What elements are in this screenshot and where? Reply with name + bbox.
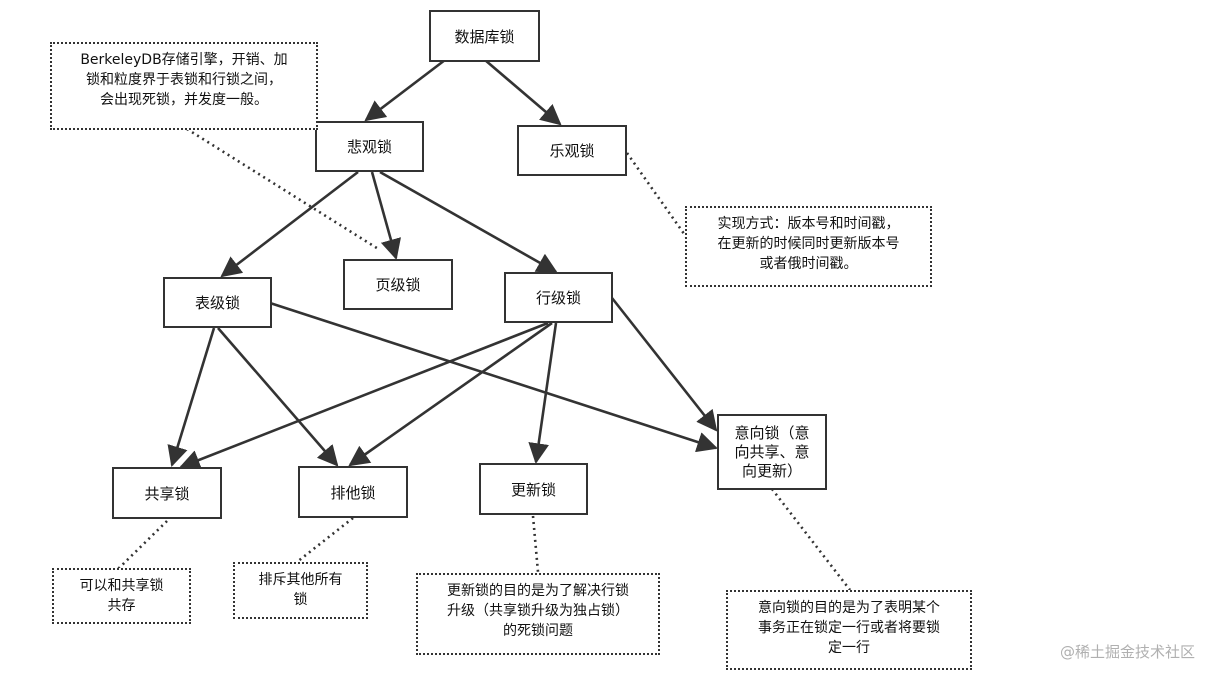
- watermark: @稀土掘金技术社区: [1059, 643, 1195, 661]
- node-shared-lock: 共享锁: [112, 467, 222, 519]
- node-intent-lock: 意向锁（意 向共享、意 向更新）: [717, 414, 827, 490]
- note-optimistic-line-1: 实现方式：版本号和时间戳，: [717, 216, 900, 232]
- edge-db-pessimistic: [364, 58, 446, 122]
- note-shared-line-1: 可以和共享锁: [79, 578, 164, 594]
- note-berkeleydb: BerkeleyDB存储引擎，开销、加 锁和粒度界于表锁和行锁之间， 会出现死锁…: [50, 42, 318, 130]
- note-update-line-1: 更新锁的目的是为了解决行锁: [447, 583, 629, 599]
- note-optimistic-line-3: 或者俄时间戳。: [759, 256, 858, 272]
- note-exclusive-line-1: 排斥其他所有: [258, 572, 343, 588]
- edge-table-exclusive: [217, 327, 339, 467]
- edge-pessimistic-row: [379, 170, 558, 274]
- link-note-intent: [770, 488, 852, 591]
- node-intent-lock-line-1: 意向锁（意: [734, 423, 810, 442]
- node-intent-lock-line-3: 向更新）: [741, 461, 802, 480]
- link-note-exclusive: [296, 516, 354, 564]
- note-update-line-3: 的死锁问题: [503, 623, 573, 639]
- node-row-lock: 行级锁: [504, 272, 613, 323]
- node-exclusive-lock: 排他锁: [298, 466, 408, 518]
- note-shared: 可以和共享锁 共存: [52, 568, 191, 624]
- edge-row-exclusive: [348, 321, 553, 467]
- note-berkeleydb-line-2: 锁和粒度界于表锁和行锁之间，: [86, 72, 282, 88]
- note-intent: 意向锁的目的是为了表明某个 事务正在锁定一行或者将要锁 定一行: [726, 590, 972, 670]
- note-exclusive-line-2: 锁: [293, 592, 308, 608]
- link-note-update: [531, 515, 540, 573]
- link-note-shared: [116, 520, 168, 571]
- note-berkeleydb-line-3: 会出现死锁，并发度一般。: [100, 92, 268, 108]
- link-note-optimistic: [625, 152, 689, 239]
- note-update: 更新锁的目的是为了解决行锁 升级（共享锁升级为独占锁） 的死锁问题: [416, 573, 660, 655]
- note-exclusive: 排斥其他所有 锁: [233, 562, 368, 619]
- node-optimistic-lock: 乐观锁: [517, 125, 627, 176]
- note-berkeleydb-line-1: BerkeleyDB存储引擎，开销、加: [80, 52, 288, 68]
- link-note-berkeleydb: [186, 127, 381, 252]
- node-intent-lock-line-2: 向共享、意: [734, 442, 810, 461]
- note-intent-line-2: 事务正在锁定一行或者将要锁: [758, 620, 940, 636]
- node-pessimistic-lock: 悲观锁: [315, 121, 424, 172]
- edge-table-shared: [167, 327, 216, 467]
- note-shared-line-2: 共存: [107, 598, 136, 614]
- note-update-line-2: 升级（共享锁升级为独占锁）: [447, 603, 629, 619]
- note-optimistic-line-2: 在更新的时候同时更新版本号: [717, 236, 900, 252]
- note-intent-line-1: 意向锁的目的是为了表明某个: [758, 600, 940, 616]
- edge-db-optimistic: [484, 59, 562, 126]
- note-optimistic: 实现方式：版本号和时间戳， 在更新的时候同时更新版本号 或者俄时间戳。: [685, 206, 932, 287]
- edge-row-intent: [610, 297, 718, 432]
- node-page-lock: 页级锁: [343, 259, 453, 310]
- node-table-lock: 表级锁: [163, 277, 272, 328]
- edge-pessimistic-table: [220, 170, 359, 278]
- note-intent-line-3: 定一行: [828, 640, 870, 656]
- node-database-lock: 数据库锁: [429, 10, 540, 62]
- edge-table-intent: [269, 301, 718, 453]
- edge-row-shared: [179, 321, 549, 470]
- edge-row-update: [528, 322, 558, 465]
- node-update-lock: 更新锁: [479, 463, 588, 515]
- edge-pessimistic-page: [370, 171, 401, 261]
